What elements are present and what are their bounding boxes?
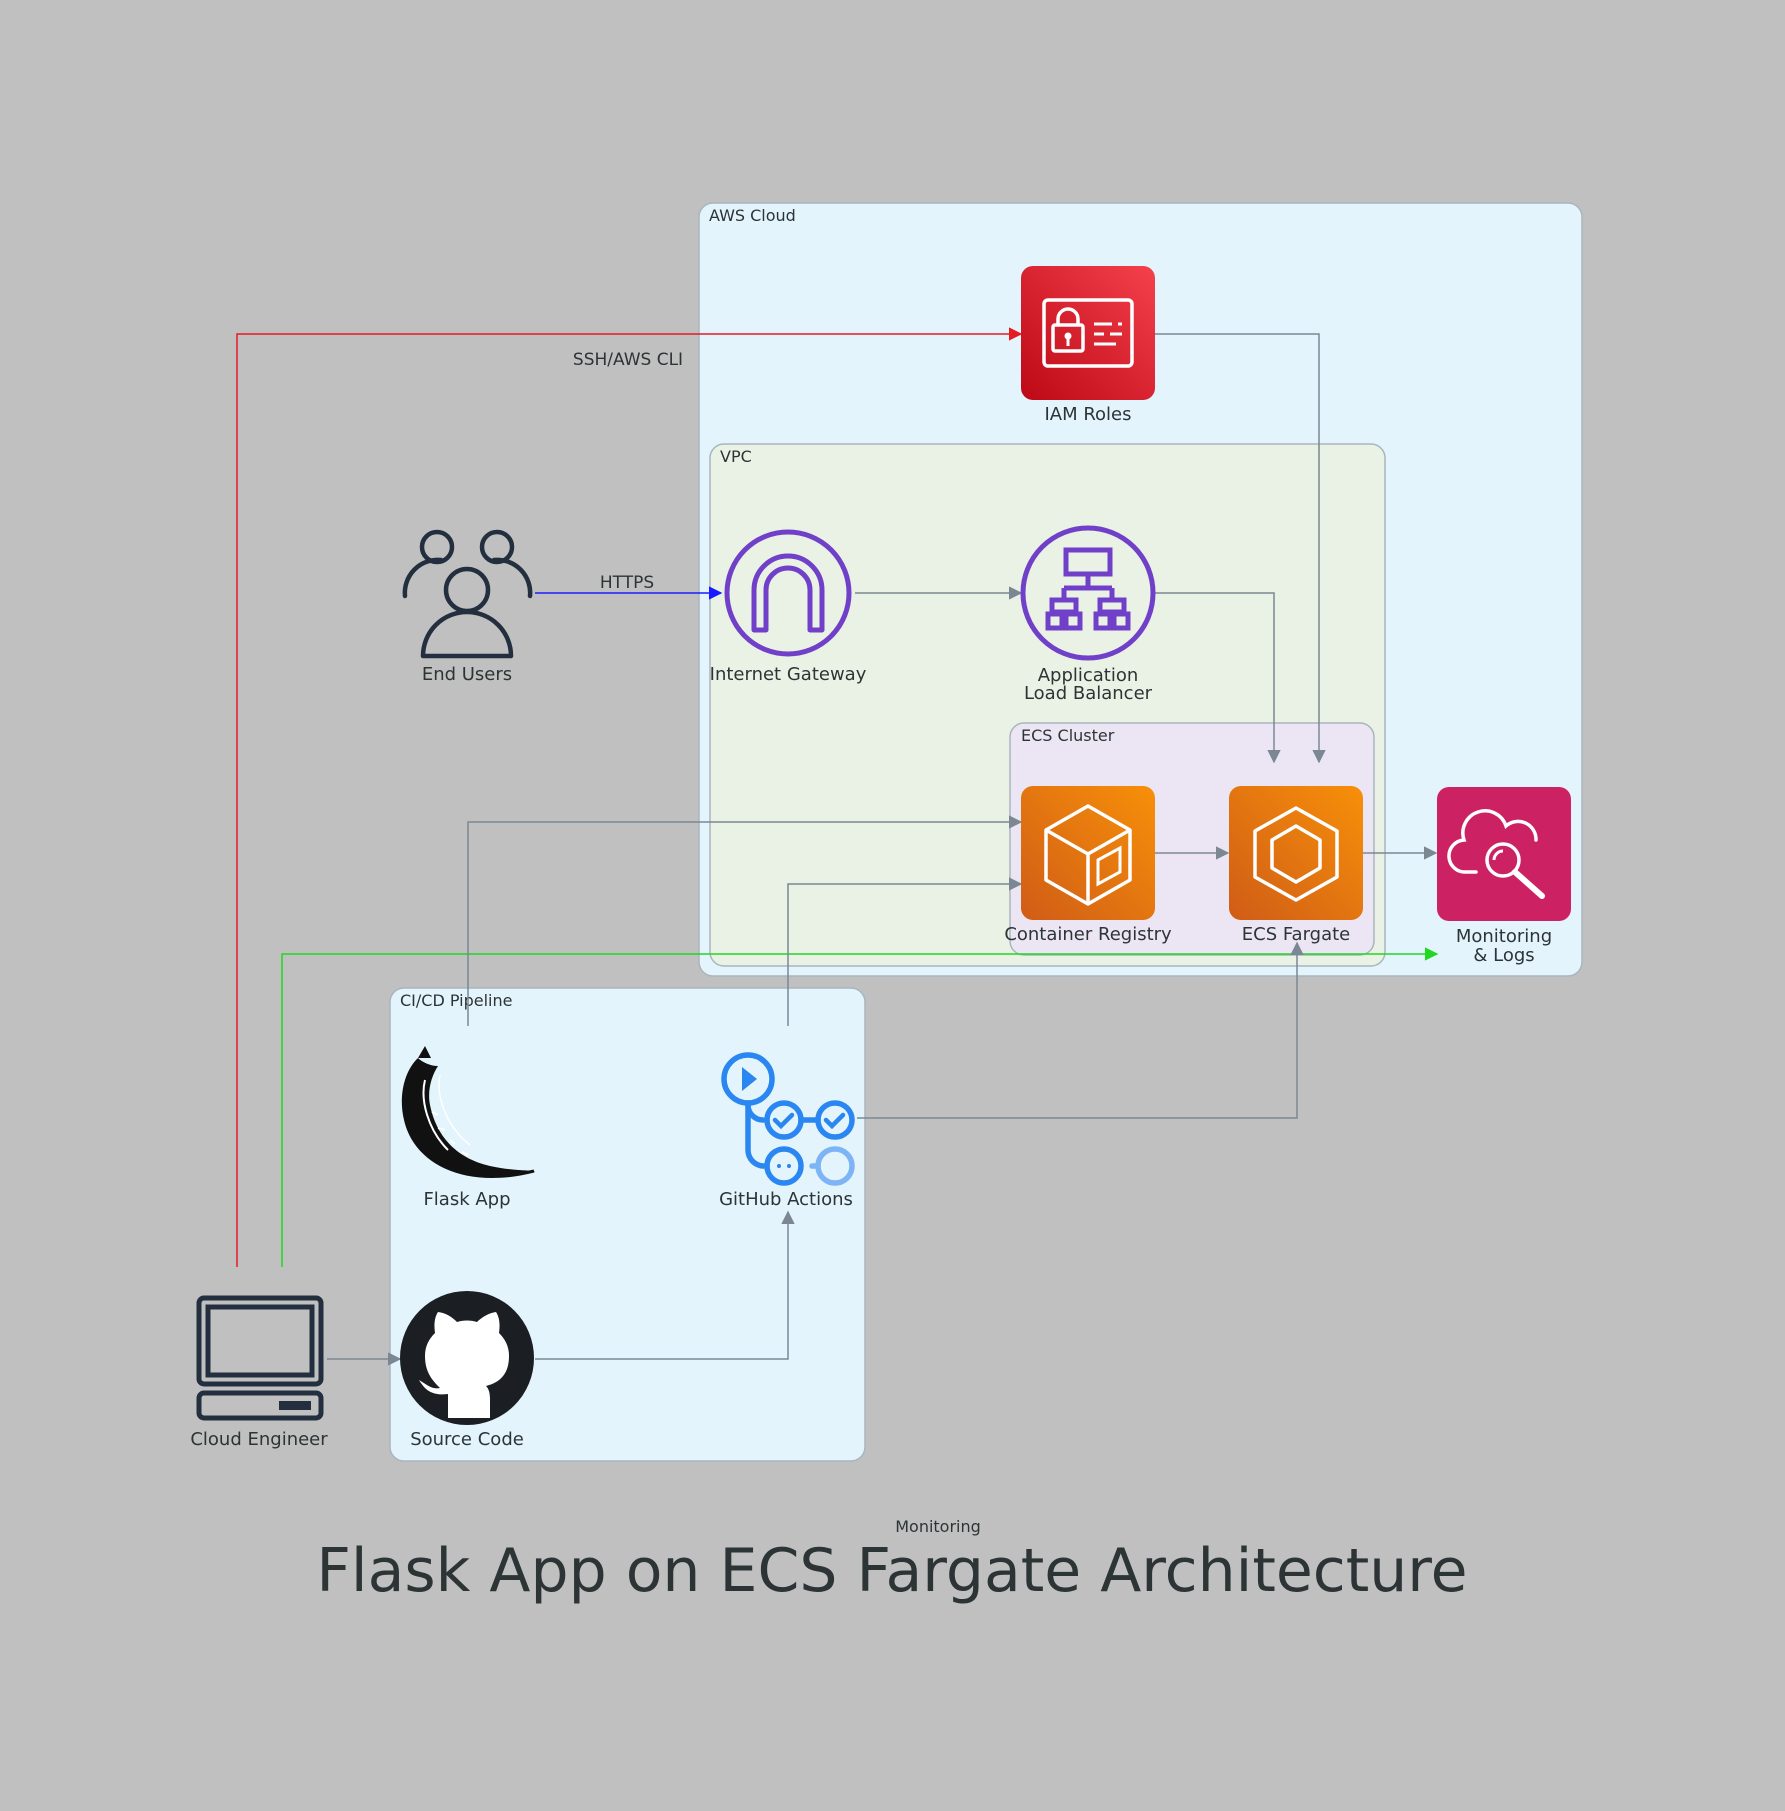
iam-icon bbox=[1021, 266, 1155, 400]
edge-engineer-monitoring bbox=[281, 947, 1439, 1267]
node-flask-app[interactable]: Flask App bbox=[401, 1046, 535, 1210]
flask-icon bbox=[401, 1046, 535, 1178]
edge-gha-ecr bbox=[787, 877, 1023, 1026]
node-source-code[interactable]: Source Code bbox=[400, 1291, 534, 1450]
users-icon bbox=[402, 529, 533, 659]
edge-label-ssh: SSH/AWS CLI bbox=[573, 350, 683, 370]
internet-gateway-icon bbox=[724, 529, 852, 657]
node-label-source: Source Code bbox=[410, 1429, 524, 1450]
github-icon bbox=[400, 1291, 534, 1425]
node-monitoring[interactable]: Monitoring & Logs bbox=[1437, 787, 1571, 966]
node-label-flask: Flask App bbox=[423, 1189, 510, 1210]
node-github-actions[interactable]: GitHub Actions bbox=[719, 1052, 855, 1210]
node-label-igw: Internet Gateway bbox=[710, 664, 867, 685]
github-actions-icon bbox=[721, 1052, 855, 1186]
load-balancer-icon bbox=[1020, 525, 1156, 661]
edge-flask-ecr bbox=[467, 815, 1023, 1026]
cluster-label-ecs: ECS Cluster bbox=[1021, 726, 1115, 745]
laptop-icon bbox=[196, 1295, 324, 1421]
node-end-users[interactable]: End Users bbox=[402, 529, 533, 685]
edge-engineer-iam bbox=[236, 327, 1023, 1267]
node-label-alb-line2: Load Balancer bbox=[1024, 683, 1153, 704]
diagram-caption: Monitoring bbox=[895, 1517, 981, 1536]
node-label-fargate: ECS Fargate bbox=[1242, 924, 1351, 945]
edge-alb-fargate bbox=[1155, 592, 1281, 764]
node-load-balancer[interactable]: Application Load Balancer bbox=[1020, 525, 1156, 704]
node-internet-gateway[interactable]: Internet Gateway bbox=[710, 529, 867, 685]
edge-source-gha bbox=[535, 1210, 795, 1360]
node-container-registry[interactable]: Container Registry bbox=[1004, 786, 1172, 945]
node-label-alb-line1: Application bbox=[1038, 665, 1139, 686]
node-label-iam: IAM Roles bbox=[1044, 404, 1131, 425]
cluster-label-aws-cloud: AWS Cloud bbox=[709, 206, 796, 225]
container-registry-icon bbox=[1021, 786, 1155, 920]
node-label-monitoring-line2: & Logs bbox=[1473, 945, 1534, 966]
node-iam-roles[interactable]: IAM Roles bbox=[1021, 266, 1155, 425]
edge-gha-fargate bbox=[857, 941, 1304, 1119]
cloudwatch-icon bbox=[1437, 787, 1571, 921]
edge-iam-fargate bbox=[1155, 333, 1326, 764]
node-cloud-engineer[interactable]: Cloud Engineer bbox=[190, 1295, 328, 1450]
edges bbox=[236, 327, 1439, 1366]
ecs-fargate-icon bbox=[1229, 786, 1363, 920]
node-label-engineer: Cloud Engineer bbox=[190, 1429, 328, 1450]
edge-label-https: HTTPS bbox=[600, 573, 654, 593]
cluster-label-cicd: CI/CD Pipeline bbox=[400, 991, 512, 1010]
node-label-gha: GitHub Actions bbox=[719, 1189, 853, 1210]
node-ecs-fargate[interactable]: ECS Fargate bbox=[1229, 786, 1363, 945]
node-label-ecr: Container Registry bbox=[1004, 924, 1172, 945]
node-label-users: End Users bbox=[422, 664, 512, 685]
node-label-monitoring-line1: Monitoring bbox=[1456, 926, 1552, 947]
diagram-title: Flask App on ECS Fargate Architecture bbox=[316, 1536, 1467, 1606]
cluster-label-vpc: VPC bbox=[720, 447, 752, 466]
